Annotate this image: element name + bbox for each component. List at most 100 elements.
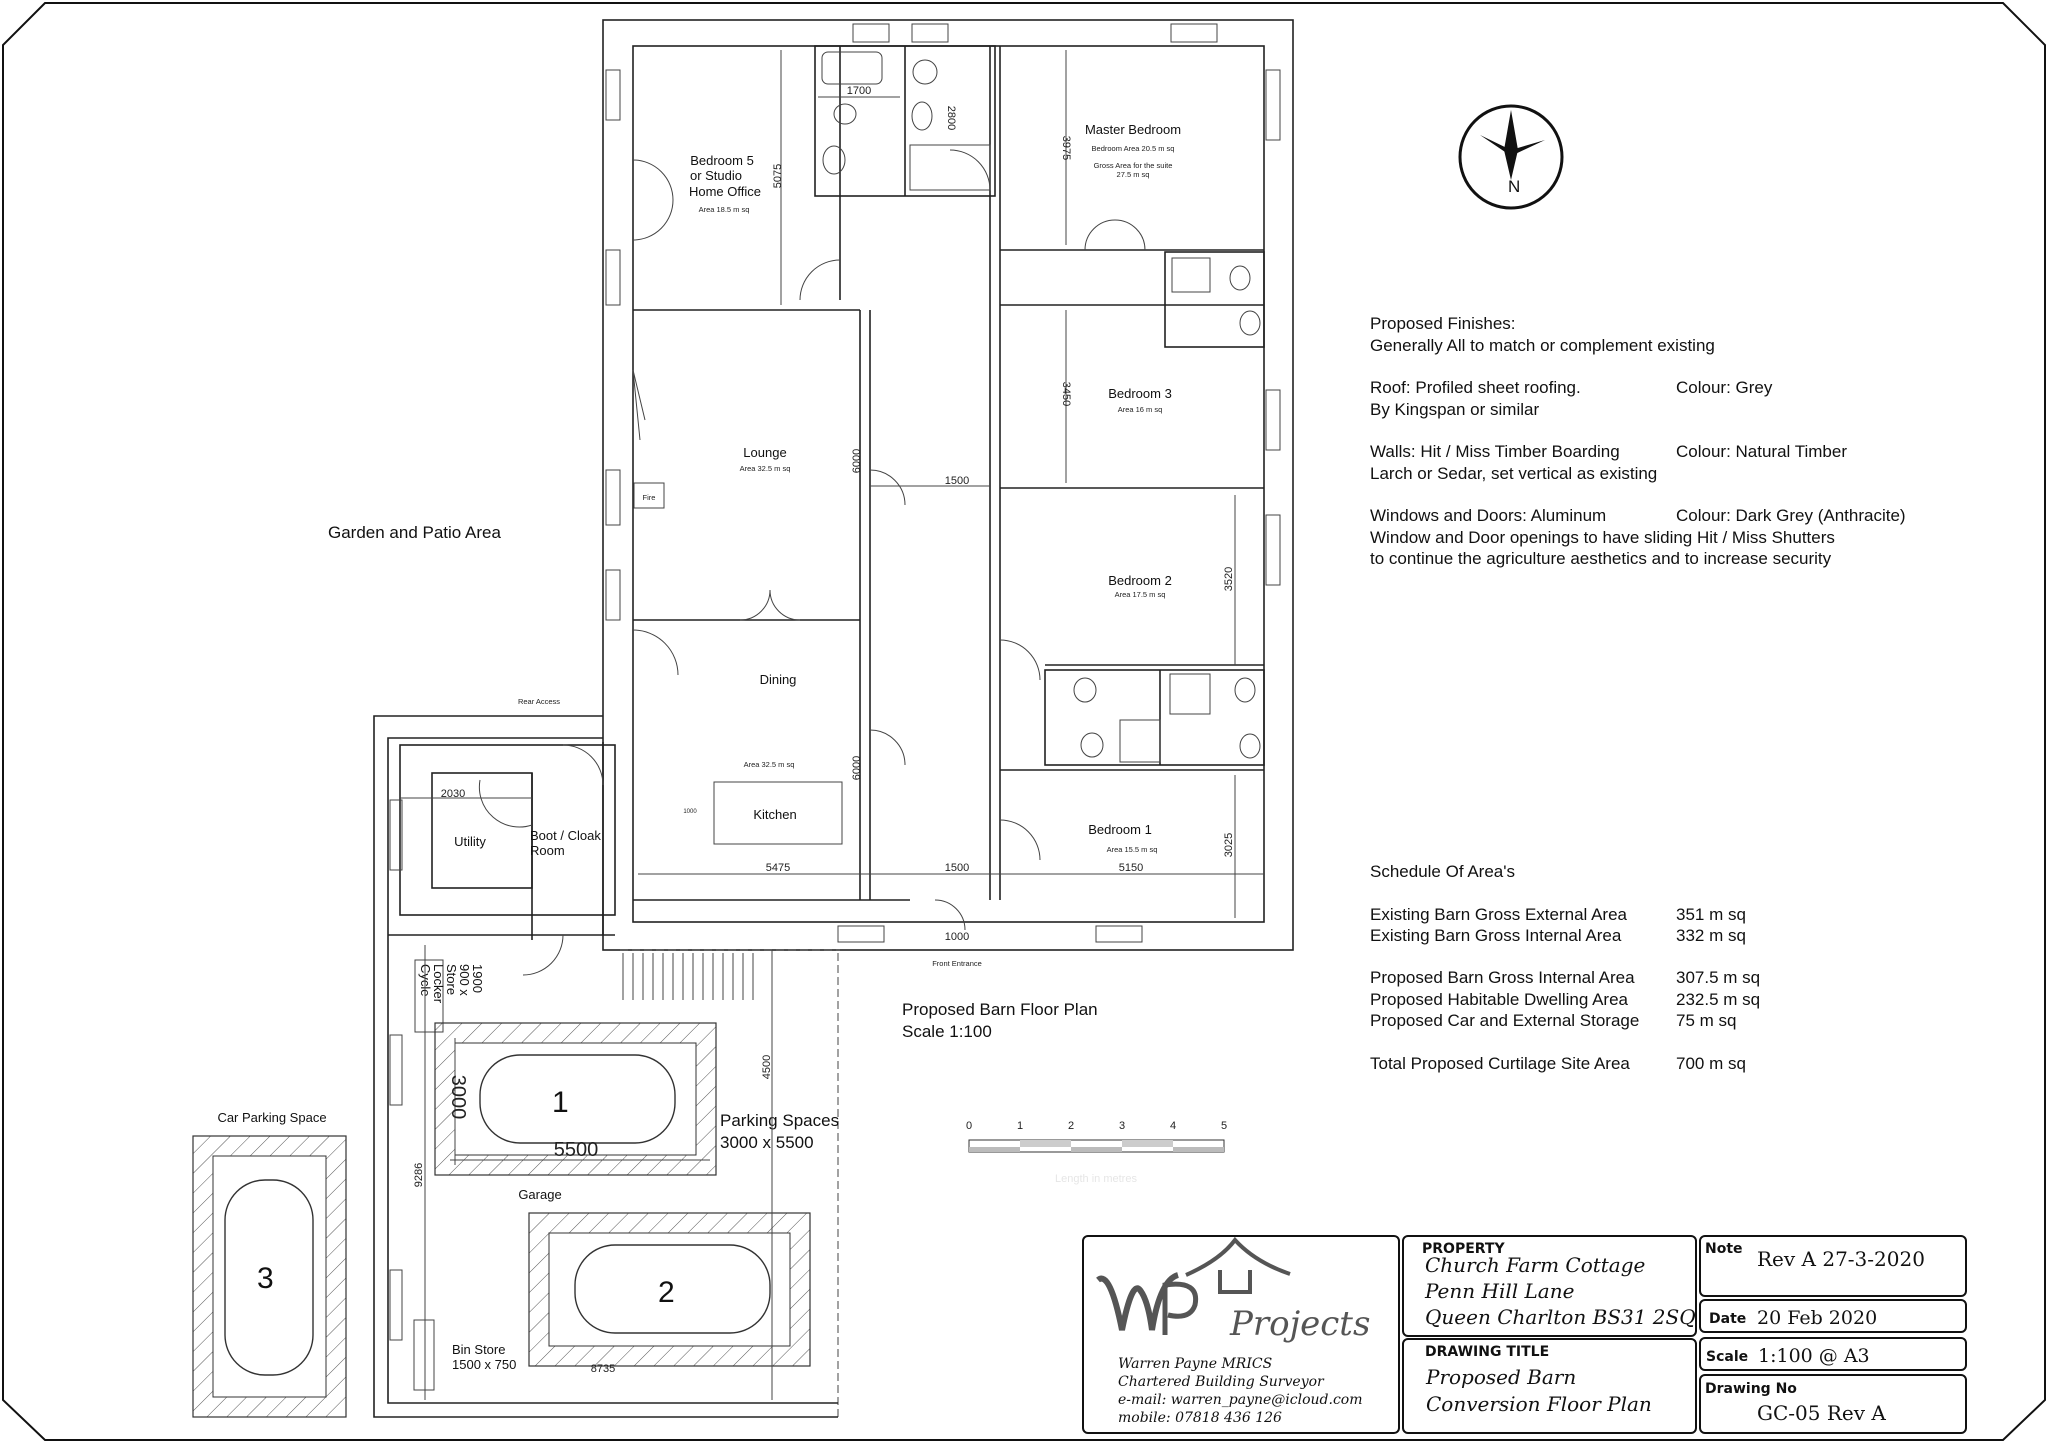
note-line: Colour: Dark Grey (Anthracite) [1676, 506, 1906, 525]
room-area: Bedroom Area 20.5 m sq [1092, 144, 1175, 153]
note-line: Colour: Natural Timber [1676, 442, 1847, 461]
schedule-heading: Schedule Of Area's [1370, 862, 1515, 881]
room-label-bedroom1: Bedroom 1 [1088, 822, 1152, 837]
schedule-value: 75 m sq [1676, 1011, 1736, 1030]
property-line: Queen Charlton BS31 2SQ [1425, 1305, 1696, 1329]
room-label-kitchen: Kitchen [753, 807, 796, 822]
kitchen-island [713, 781, 843, 845]
date-value: 20 Feb 2020 [1757, 1307, 1877, 1329]
room-area: Area 32.5 m sq [740, 464, 791, 473]
dim: 3025 [1223, 833, 1235, 857]
note-label: Note [1705, 1241, 1743, 1257]
author-email[interactable]: e-mail: warren_payne@icloud.com [1118, 1392, 1363, 1408]
schedule-value: 351 m sq [1676, 905, 1746, 924]
schedule-label: Proposed Habitable Dwelling Area [1370, 990, 1629, 1009]
note-line: Generally All to match or complement exi… [1370, 336, 1715, 355]
scale-tick: 2 [1068, 1120, 1074, 1132]
dim: 5150 [1119, 862, 1143, 874]
plan-title: Proposed Barn Floor Plan [902, 1000, 1098, 1019]
author-mobile: mobile: 07818 436 126 [1118, 1410, 1282, 1426]
date-label: Date [1709, 1311, 1746, 1327]
logo-projects-text: Projects [1229, 1304, 1370, 1344]
room-label-boot: Boot / Cloak [530, 828, 601, 843]
finishes-notes: Proposed Finishes: Generally All to matc… [1370, 314, 1906, 568]
dim: 3520 [1223, 567, 1235, 591]
dim: 5500 [554, 1139, 599, 1161]
scale-tick: 3 [1119, 1120, 1125, 1132]
drawing-no-value: GC-05 Rev A [1757, 1401, 1886, 1425]
scale-label: Scale [1706, 1349, 1748, 1365]
front-entrance-label: Front Entrance [932, 959, 982, 968]
schedule-label: Existing Barn Gross Internal Area [1370, 926, 1622, 945]
room-label-master: Master Bedroom [1085, 122, 1181, 137]
room-label-lounge: Lounge [743, 445, 786, 460]
schedule-value: 332 m sq [1676, 926, 1746, 945]
dim: 1500 [945, 475, 969, 487]
schedule-value: 307.5 m sq [1676, 968, 1760, 987]
scale-tick: 1 [1017, 1120, 1023, 1132]
scale-bar: 0 1 2 3 4 5 Length in metres [966, 1120, 1227, 1185]
cycle-line: Locker [431, 964, 446, 1004]
wp-projects-logo: Projects [1096, 1236, 1370, 1344]
note-value: Rev A 27-3-2020 [1757, 1247, 1925, 1271]
dim: 4500 [761, 1055, 773, 1079]
drawing-no-label: Drawing No [1705, 1381, 1797, 1397]
garage-label: Garage [518, 1187, 561, 1202]
property-label: PROPERTY [1422, 1241, 1505, 1257]
room-label-bedroom2: Bedroom 2 [1108, 573, 1172, 588]
room-area: Area 15.5 m sq [1107, 845, 1158, 854]
cycle-line: 900 x [457, 964, 472, 996]
schedule-value: 700 m sq [1676, 1054, 1746, 1073]
dim: 8735 [591, 1363, 615, 1375]
parking-size: 3000 x 5500 [720, 1133, 814, 1152]
room-label-utility: Utility [454, 834, 486, 849]
scale-tick: 5 [1221, 1120, 1227, 1132]
fire-label: Fire [643, 493, 656, 502]
room-area: 27.5 m sq [1117, 170, 1150, 179]
room-area: Area 18.5 m sq [699, 205, 750, 214]
schedule-label: Existing Barn Gross External Area [1370, 905, 1628, 924]
parking-space-1: 1 [434, 1022, 717, 1176]
schedule-label: Proposed Car and External Storage [1370, 1011, 1639, 1030]
north-arrow-icon: N [1458, 104, 1564, 210]
cycle-line: Store [444, 964, 459, 995]
bin-store-label: Bin Store [452, 1342, 505, 1357]
dim: 6000 [851, 449, 863, 473]
note-line: Walls: Hit / Miss Timber Boarding [1370, 442, 1620, 461]
scale-caption: Length in metres [1055, 1173, 1137, 1185]
space-number: 1 [552, 1086, 569, 1119]
drawing-title-label: DRAWING TITLE [1425, 1344, 1549, 1360]
dim: 3000 [447, 1075, 469, 1120]
drawing-title-line: Proposed Barn [1425, 1365, 1576, 1389]
note-line: By Kingspan or similar [1370, 400, 1539, 419]
parking-space-3: 3 [192, 1135, 347, 1418]
scale-tick: 0 [966, 1120, 972, 1132]
scale-tick: 4 [1170, 1120, 1176, 1132]
author-name: Warren Payne MRICS [1118, 1356, 1272, 1372]
dim: 1700 [847, 85, 871, 97]
dimensions: 1700 1700 2800 5075 3975 3450 6000 1500 … [400, 50, 1264, 1400]
space-number: 3 [257, 1262, 274, 1295]
barn-walls [602, 19, 1294, 1417]
rear-access-label: Rear Access [518, 697, 560, 706]
garden-label: Garden and Patio Area [328, 523, 502, 542]
room-area: Gross Area for the suite [1094, 161, 1173, 170]
dim: 5075 [772, 164, 784, 188]
plan-scale: Scale 1:100 [902, 1022, 992, 1041]
note-line: Roof: Profiled sheet roofing. [1370, 378, 1581, 397]
note-line: Windows and Doors: Aluminum [1370, 506, 1606, 525]
room-label-bedroom5-2: or Studio [690, 168, 742, 183]
dim: 1500 [945, 862, 969, 874]
dim: 6000 [851, 756, 863, 780]
schedule-value: 232.5 m sq [1676, 990, 1760, 1009]
title-block: Projects Warren Payne MRICS Chartered Bu… [1082, 1235, 1967, 1434]
garage-walls [373, 715, 838, 1418]
room-area: Area 16 m sq [1118, 405, 1163, 414]
note-line: to continue the agriculture aesthetics a… [1370, 549, 1832, 568]
dim: 5475 [766, 862, 790, 874]
cycle-locker-label: Cycle Locker Store 900 x 1900 [418, 964, 485, 1004]
room-label-bedroom5: Bedroom 5 [690, 153, 754, 168]
schedule-label: Proposed Barn Gross Internal Area [1370, 968, 1635, 987]
